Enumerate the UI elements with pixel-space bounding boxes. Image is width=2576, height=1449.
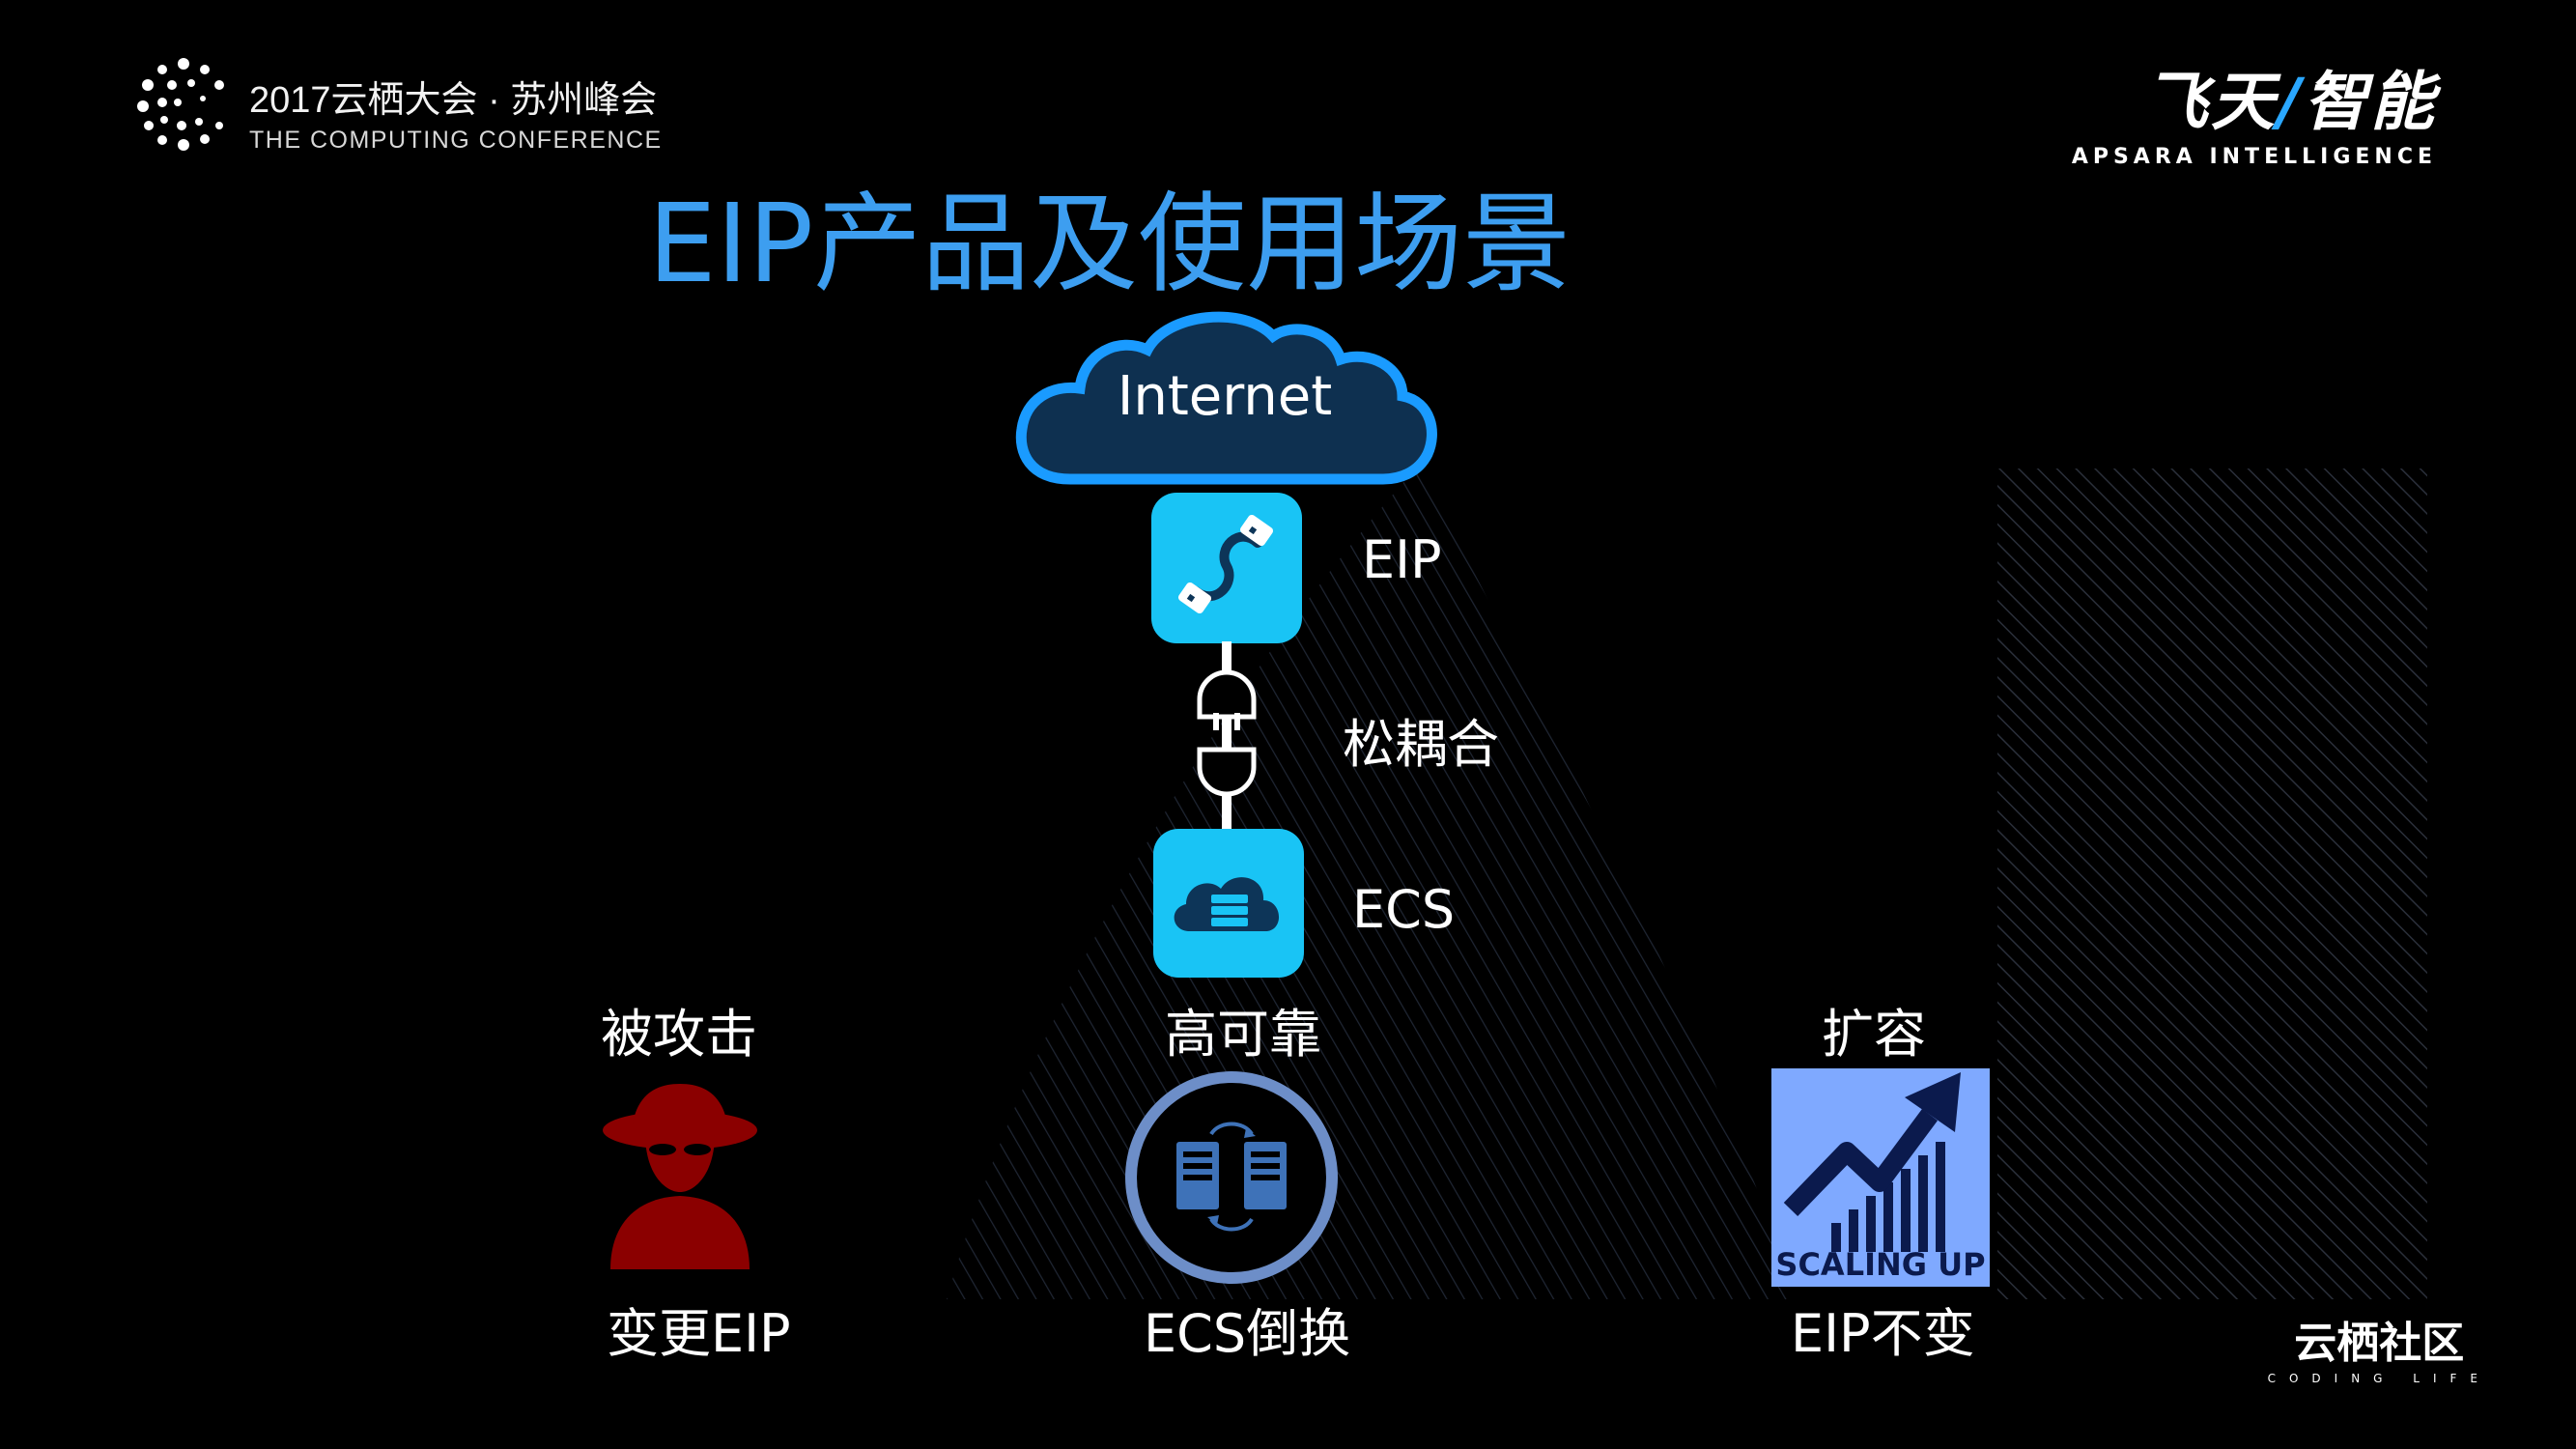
scenario-attacked-label: 被攻击 [601,1004,757,1065]
scenario-attacked-action: 变更EIP [607,1303,791,1364]
coupling-label: 松耦合 [1343,714,1499,775]
internet-cloud-icon [1015,311,1437,485]
conference-brand: 2017云栖大会 · 苏州峰会 THE COMPUTING CONFERENCE [249,70,663,155]
conference-subtitle: THE COMPUTING CONFERENCE [249,127,663,154]
scenario-scaling-action: EIP不变 [1791,1303,1975,1364]
conference-logo-icon [137,58,224,151]
apsara-logo-subtitle: APSARA INTELLIGENCE [2071,145,2437,169]
eip-link-icon [1151,493,1302,643]
community-logo-subtitle: CODING LIFE [2267,1372,2491,1385]
scaling-up-icon: SCALING UP [1771,1068,1990,1287]
hacker-icon [603,1084,757,1269]
apsara-logo-right: 智能 [2304,65,2437,139]
scenario-scaling-label: 扩容 [1822,1004,1926,1065]
scenario-ha-action: ECS倒换 [1144,1303,1351,1364]
ecs-label: ECS [1352,879,1456,940]
community-logo: 云栖社区 CODING LIFE [2268,1308,2491,1385]
scaling-up-text: SCALING UP [1775,1246,1986,1283]
eip-label: EIP [1362,529,1442,590]
internet-label: Internet [1117,365,1333,428]
apsara-logo: 飞天/智能 APSARA INTELLIGENCE [2072,50,2437,169]
server-switch-icon [1125,1071,1338,1284]
scenario-ha-label: 高可靠 [1165,1004,1321,1065]
connector-icon [1197,641,1257,835]
apsara-logo-left: 飞天 [2143,65,2278,139]
conference-title: 2017云栖大会 · 苏州峰会 [249,80,658,121]
apsara-logo-slash: / [2277,65,2304,139]
ecs-server-icon [1153,829,1304,978]
community-logo-title: 云栖社区 [2294,1319,2465,1368]
slide-title: EIP产品及使用场景 [647,182,1571,307]
